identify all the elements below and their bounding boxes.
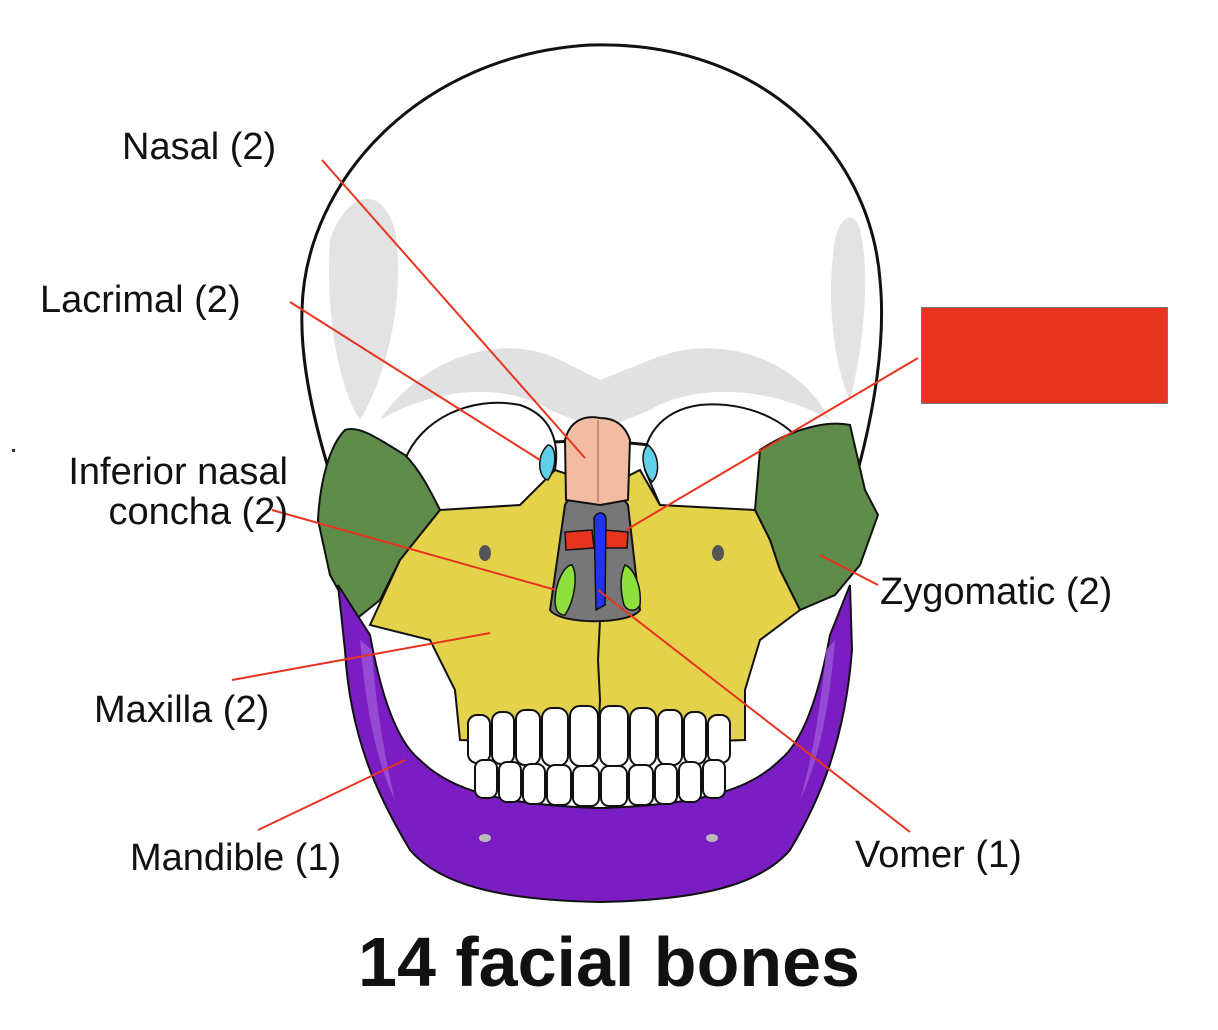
leader-line-inferior-nasal [271, 509, 557, 591]
leader-line-zygomatic [819, 554, 879, 586]
label-vomer: Vomer (1) [855, 834, 1022, 876]
foramen [706, 834, 718, 842]
label-mandible: Mandible (1) [130, 837, 342, 879]
zygomatic-left [316, 428, 442, 622]
mandible-highlight [800, 640, 835, 800]
label-inferior-nasal-line1: Inferior nasal [68, 451, 288, 493]
label-nasal: Nasal (2) [122, 126, 277, 168]
lower-teeth [474, 759, 726, 807]
leader-line-maxilla [231, 632, 491, 681]
maxilla-suture [596, 619, 602, 741]
cranium-shade [830, 217, 866, 400]
leader-line-vomer [597, 589, 911, 833]
mandible [337, 584, 854, 904]
palatine-band [602, 529, 629, 549]
leader-line-covered [625, 357, 919, 531]
label-maxilla: Maxilla (2) [94, 689, 270, 731]
vomer-bone [593, 512, 607, 612]
leader-line-lacrimal [289, 301, 541, 461]
leader-line-nasal [321, 159, 586, 459]
stray-dot [12, 449, 15, 452]
foramen [479, 834, 491, 842]
diagram-title: 14 facial bones [358, 923, 860, 1001]
label-cover-box [921, 307, 1168, 404]
palatine-band [564, 529, 595, 551]
lacrimal-right [642, 444, 659, 484]
label-inferior-nasal-concha: Inferior nasal concha (2) [20, 452, 288, 532]
inferior-concha-left [554, 564, 576, 616]
leader-line-mandible [257, 759, 406, 831]
brow-shade [380, 348, 830, 430]
foramen [479, 545, 491, 561]
label-zygomatic: Zygomatic (2) [880, 571, 1113, 613]
cranium-shade [329, 198, 399, 420]
inferior-concha-right [620, 564, 642, 611]
label-lacrimal: Lacrimal (2) [40, 279, 241, 321]
lacrimal-left [539, 444, 556, 481]
label-inferior-nasal-line2: concha (2) [108, 491, 288, 533]
foramen [712, 545, 724, 561]
upper-teeth [467, 705, 731, 767]
leader-lines [231, 159, 919, 833]
mandible-highlight [360, 640, 395, 800]
